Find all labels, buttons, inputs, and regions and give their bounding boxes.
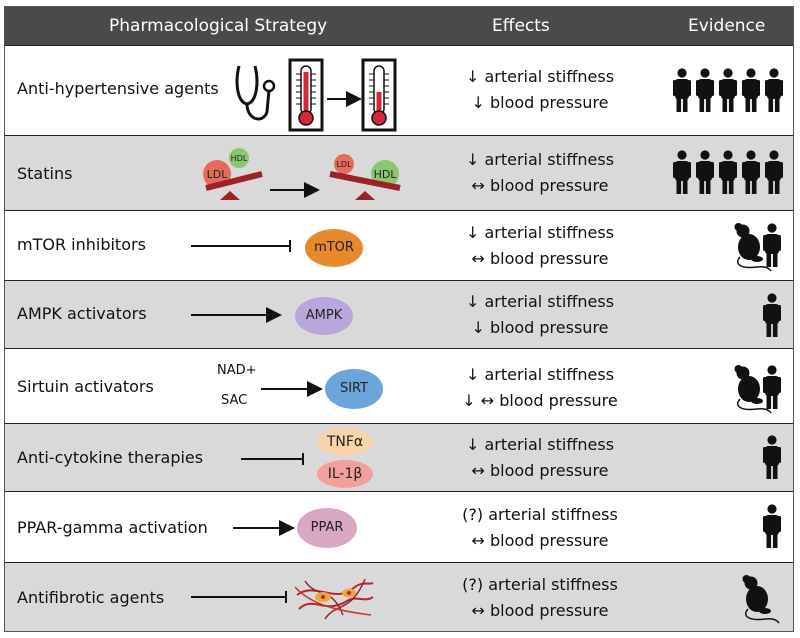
- effect-stiffness: ↓ arterial stiffness: [465, 67, 615, 86]
- activation-arrow-icon: [191, 307, 282, 323]
- strategy-label: Statins: [17, 164, 73, 183]
- mtor-oval: mTOR: [305, 229, 363, 267]
- effects-cell: ↓ arterial stiffness ↔ blood pressure: [435, 147, 645, 199]
- row-anti-hypertensive: Anti-hypertensive agents ↓ arterial stif…: [5, 45, 793, 135]
- ldl-label-right: LDL: [336, 160, 352, 169]
- strategy-label: Antifibrotic agents: [17, 588, 165, 607]
- effects-cell: ↓ arterial stiffness ↔ blood pressure: [435, 432, 645, 484]
- effect-stiffness: ↓ arterial stiffness: [465, 150, 615, 169]
- activation-arrow-icon: [261, 381, 323, 397]
- inhibition-arrow-icon: [191, 240, 291, 252]
- inhibition-arrow-icon: [191, 591, 287, 603]
- inhibition-arrow-icon: [241, 453, 304, 465]
- effect-stiffness: ↓ arterial stiffness: [465, 435, 615, 454]
- effects-cell: ↓ arterial stiffness ↔ blood pressure: [435, 220, 645, 272]
- fibrosis-icon: [294, 578, 374, 620]
- ampk-oval: AMPK: [295, 297, 353, 335]
- effects-cell: ↓ arterial stiffness ↓ blood pressure: [435, 289, 645, 341]
- tnf-oval: TNFα: [317, 428, 373, 456]
- seesaw-icon: LDL HDL LDL HDL: [203, 148, 401, 200]
- il1-oval: IL-1β: [317, 460, 373, 488]
- strategy-label: mTOR inhibitors: [17, 235, 146, 254]
- human-group-icon: [673, 150, 783, 194]
- thermometer-high-icon: [288, 58, 324, 132]
- effect-pressure: ↔ blood pressure: [471, 176, 609, 195]
- human-group-icon: [673, 68, 783, 112]
- hdl-label-left: HDL: [231, 154, 248, 163]
- human-icon: [763, 223, 781, 267]
- effect-pressure: ↔ blood pressure: [471, 531, 609, 550]
- header-evidence: Evidence: [688, 16, 766, 36]
- strategy-label: Sirtuin activators: [17, 377, 154, 396]
- row-antifibrotic: Antifibrotic agents (?) arterial stiffne…: [5, 562, 793, 631]
- strategy-label: AMPK activators: [17, 304, 147, 323]
- strategy-label: Anti-cytokine therapies: [17, 448, 204, 467]
- thermometer-low-icon: [361, 58, 397, 132]
- sirt-oval: SIRT: [325, 369, 383, 409]
- effect-stiffness: ↓ arterial stiffness: [465, 365, 615, 384]
- effects-cell: ↓ arterial stiffness ↓ blood pressure: [435, 64, 645, 116]
- effect-pressure: ↓ ↔ blood pressure: [462, 391, 618, 410]
- effect-pressure: ↔ blood pressure: [471, 601, 609, 620]
- effect-pressure: ↓ blood pressure: [471, 93, 609, 112]
- effect-stiffness: ↓ arterial stiffness: [465, 223, 615, 242]
- effects-cell: (?) arterial stiffness ↔ blood pressure: [435, 572, 645, 624]
- effect-pressure: ↔ blood pressure: [471, 249, 609, 268]
- header-strategy: Pharmacological Strategy: [109, 16, 328, 36]
- ppar-oval: PPAR: [297, 508, 357, 548]
- human-icon: [763, 365, 781, 409]
- effects-cell: ↓ arterial stiffness ↓ ↔ blood pressure: [435, 362, 645, 414]
- effect-pressure: ↔ blood pressure: [471, 461, 609, 480]
- sac-label: SAC: [221, 393, 248, 408]
- mouse-icon: [741, 574, 780, 624]
- human-icon: [763, 504, 781, 548]
- table-header: Pharmacological Strategy Effects Evidenc…: [5, 7, 793, 45]
- effect-stiffness: (?) arterial stiffness: [462, 575, 618, 594]
- row-ampk: AMPK activators AMPK ↓ arterial stiffnes…: [5, 280, 793, 348]
- effect-stiffness: (?) arterial stiffness: [462, 505, 618, 524]
- effects-cell: (?) arterial stiffness ↔ blood pressure: [435, 502, 645, 554]
- effect-pressure: ↓ blood pressure: [471, 318, 609, 337]
- hdl-label-right: HDL: [374, 168, 398, 181]
- row-anti-cytokine: Anti-cytokine therapies TNFα IL-1β ↓ art…: [5, 423, 793, 491]
- human-icon: [763, 435, 781, 479]
- row-sirtuin: Sirtuin activators NAD+ SAC SIRT ↓ arter…: [5, 348, 793, 423]
- strategy-label: PPAR-gamma activation: [17, 518, 208, 537]
- ldl-label-left: LDL: [207, 168, 229, 181]
- nad-label: NAD+: [217, 363, 257, 378]
- stethoscope-icon: [235, 65, 276, 121]
- activation-arrow-icon: [233, 520, 295, 536]
- header-effects: Effects: [492, 16, 550, 36]
- effect-stiffness: ↓ arterial stiffness: [465, 292, 615, 311]
- strategy-table: Pharmacological Strategy Effects Evidenc…: [4, 6, 794, 632]
- row-ppar: PPAR-gamma activation PPAR (?) arterial …: [5, 491, 793, 562]
- arrow-icon: [327, 91, 362, 107]
- human-icon: [763, 293, 781, 337]
- row-mtor: mTOR inhibitors mTOR ↓ arterial stiffnes…: [5, 210, 793, 280]
- strategy-label: Anti-hypertensive agents: [17, 79, 219, 98]
- row-statins: Statins LDL HDL LDL HDL ↓ arterial stiff…: [5, 135, 793, 210]
